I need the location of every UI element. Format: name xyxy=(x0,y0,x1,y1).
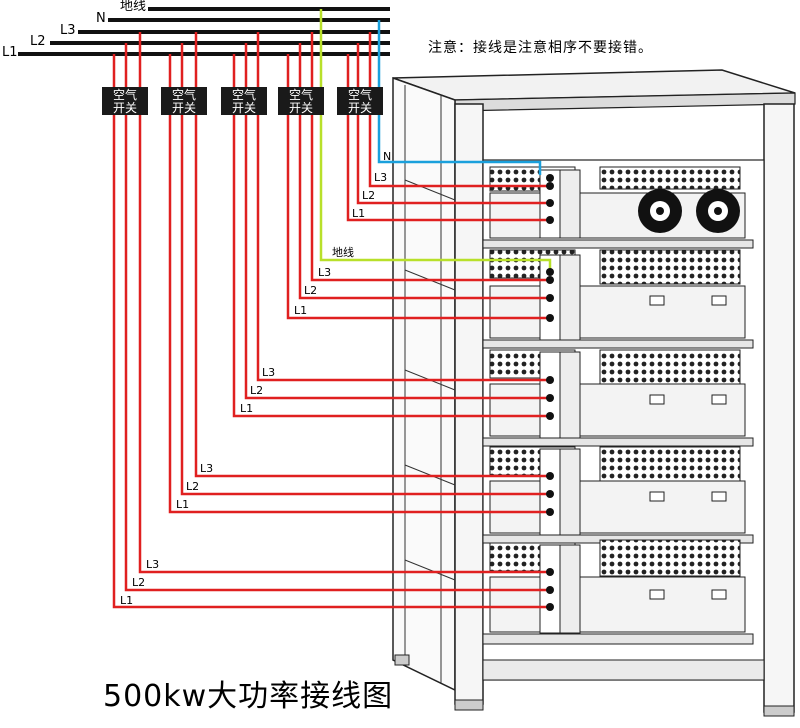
neutral-wire xyxy=(377,20,448,164)
breaker-5-line2: 开关 xyxy=(348,101,372,115)
bus-l3-label: L3 xyxy=(60,23,76,38)
label-g5-l1: L1 xyxy=(120,594,133,607)
breaker-4-line1: 空气 xyxy=(289,87,313,102)
label-g4-l3: L3 xyxy=(200,462,213,475)
breaker-1: 空气 开关 xyxy=(102,87,148,115)
bus-ground-label: 地线 xyxy=(120,0,146,14)
module-2 xyxy=(482,249,754,349)
module-3 xyxy=(482,349,754,447)
label-neutral: N xyxy=(383,150,391,163)
label-g1-l3: L3 xyxy=(374,171,387,184)
bus-bars xyxy=(18,7,390,56)
breaker-3-line2: 开关 xyxy=(232,101,256,115)
group-5-wires xyxy=(112,32,448,609)
breaker-1-line2: 开关 xyxy=(113,101,137,115)
group-4-wires xyxy=(168,32,448,514)
module-5 xyxy=(482,539,754,645)
label-g3-l1: L1 xyxy=(240,402,253,415)
bus-l2-label: L2 xyxy=(30,34,46,49)
cabinet xyxy=(392,69,796,717)
bus-l1-label: L1 xyxy=(2,45,18,60)
label-g1-l2: L2 xyxy=(362,189,375,202)
diagram-title: 500kw大功率接线图 xyxy=(103,679,393,714)
breaker-2-line2: 开关 xyxy=(172,101,196,115)
label-ground: 地线 xyxy=(332,245,354,259)
module-1 xyxy=(482,166,754,249)
group-3-wires xyxy=(232,32,448,418)
wiring-note: 注意：接线是注意相序不要接错。 xyxy=(428,39,653,56)
label-g5-l2: L2 xyxy=(132,576,145,589)
label-g1-l1: L1 xyxy=(352,207,365,220)
ground-wire xyxy=(319,9,552,272)
label-g2-l3: L3 xyxy=(318,266,331,279)
label-g2-l1: L1 xyxy=(294,304,307,317)
breaker-3-line1: 空气 xyxy=(232,87,256,102)
breakers: 空气 开关 空气 开关 空气 开关 空气 开关 空气 开关 xyxy=(102,87,383,115)
label-g4-l2: L2 xyxy=(186,480,199,493)
label-g5-l3: L3 xyxy=(146,558,159,571)
label-g3-l2: L2 xyxy=(250,384,263,397)
breaker-5-line1: 空气 xyxy=(348,87,372,102)
breaker-4-line2: 开关 xyxy=(289,101,313,115)
label-g2-l2: L2 xyxy=(304,284,317,297)
bus-neutral-label: N xyxy=(96,11,106,26)
breaker-3: 空气 开关 xyxy=(221,87,267,115)
breaker-4: 空气 开关 xyxy=(278,87,324,115)
label-g4-l1: L1 xyxy=(176,498,189,511)
module-4 xyxy=(482,446,754,544)
wire-labels: N L3 L2 L1 地线 L3 L2 L1 L3 L2 L1 L3 L2 L1… xyxy=(120,150,391,607)
label-g3-l3: L3 xyxy=(262,366,275,379)
breaker-1-line1: 空气 xyxy=(113,87,137,102)
breaker-2-line1: 空气 xyxy=(172,87,196,102)
breaker-5: 空气 开关 xyxy=(337,87,383,115)
breaker-2: 空气 开关 xyxy=(161,87,207,115)
